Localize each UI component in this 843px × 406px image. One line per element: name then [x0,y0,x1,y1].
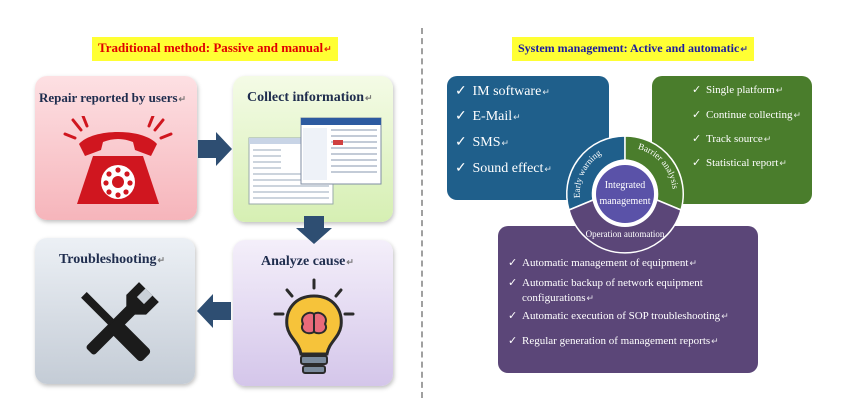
ring-center-line1: Integrated [605,180,646,191]
checkmark-icon: ✓ [455,109,467,124]
checkmark-icon: ✓ [692,133,702,145]
left-title: Traditional method: Passive and manual↵ [92,37,338,61]
checkmark-icon: ✓ [455,161,467,176]
list-item: ✓ SMS↵ [455,135,510,150]
list-item: ✓Automatic backup of network equipment [508,277,703,289]
checkmark-icon: ✓ [692,84,702,96]
list-item: ✓ IM software↵ [455,84,550,99]
card-repair: Repair reported by users↵ [35,76,197,220]
checkmark-icon: ✓ [455,135,467,150]
card-troubleshooting: Troubleshooting↵ [35,238,195,384]
return-mark-icon: ↵ [711,336,719,346]
list-item-continuation: configurations↵ [522,292,595,304]
list-item: ✓Continue collecting↵ [692,109,801,121]
checkmark-icon: ✓ [508,257,518,269]
return-mark-icon: ↵ [324,44,332,54]
lightbulb-brain-icon [273,278,355,374]
return-mark-icon: ↵ [689,258,698,268]
return-mark-icon: ↵ [365,93,373,103]
list-item: ✓Automatic execution of SOP troubleshoot… [508,310,729,322]
integrated-management-ring: Integrated management Early warning Barr… [566,135,684,254]
checkmark-icon: ✓ [455,84,467,99]
card-analyze: Analyze cause↵ [233,240,393,386]
card-repair-label: Repair reported by users↵ [39,90,187,105]
return-mark-icon: ↵ [178,94,187,104]
checkmark-icon: ✓ [692,157,702,169]
return-mark-icon: ↵ [513,112,521,122]
return-mark-icon: ↵ [775,85,784,95]
card-troubleshooting-label: Troubleshooting↵ [59,252,166,267]
list-item: ✓Single platform↵ [692,84,784,96]
return-mark-icon: ↵ [542,87,550,97]
return-mark-icon: ↵ [721,311,729,321]
checkmark-icon: ✓ [508,310,518,322]
return-mark-icon: ↵ [586,293,595,303]
list-item: ✓Regular generation of management report… [508,335,719,347]
screenshot-icon [248,117,382,205]
return-mark-icon: ↵ [763,134,772,144]
list-item: ✓Automatic management of equipment↵ [508,257,698,269]
return-mark-icon: ↵ [779,158,787,168]
list-item: ✓Track source↵ [692,133,772,145]
return-mark-icon: ↵ [544,164,552,174]
list-item: ✓ Sound effect↵ [455,161,552,176]
list-item: ✓ E-Mail↵ [455,109,521,124]
section-divider [421,28,423,398]
return-mark-icon: ↵ [740,44,748,54]
wrench-screwdriver-icon [81,282,159,362]
arrow-right-icon [198,132,232,166]
ring-center-line2: management [599,196,650,207]
return-mark-icon: ↵ [793,110,801,120]
return-mark-icon: ↵ [346,257,354,267]
card-collect-label: Collect information↵ [247,90,373,105]
return-mark-icon: ↵ [157,255,166,265]
card-collect: Collect information↵ [233,76,393,222]
checkmark-icon: ✓ [508,277,518,289]
return-mark-icon: ↵ [501,138,510,148]
telephone-icon [63,116,173,204]
checkmark-icon: ✓ [508,335,518,347]
ring-label-operation-automation: Operation automation [586,229,665,239]
list-item: ✓Statistical report↵ [692,157,787,169]
arrow-left-icon [197,294,231,328]
arrow-down-icon [296,216,332,244]
card-analyze-label: Analyze cause↵ [261,254,354,269]
checkmark-icon: ✓ [692,109,702,121]
right-title: System management: Active and automatic↵ [512,37,754,61]
